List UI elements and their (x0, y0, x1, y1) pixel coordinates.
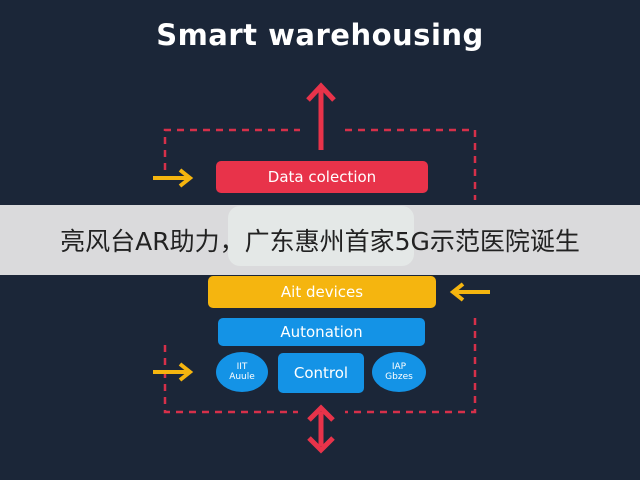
dashed-frame-top-right (345, 128, 477, 200)
data-collection-block: Data colection (216, 161, 428, 193)
automation-block: Autonation (218, 318, 425, 346)
data-collection-label: Data colection (267, 168, 377, 186)
control-block: Control (278, 353, 364, 393)
right-node-line-2: Gbzes (385, 372, 413, 382)
arrow-updown-icon (307, 404, 335, 454)
ai-devices-block: Ait devices (208, 276, 436, 308)
control-label: Control (293, 364, 349, 382)
dashed-frame-top-left (163, 128, 300, 170)
arrow-right-icon (153, 362, 194, 382)
diagram-title: Smart warehousing (156, 18, 484, 52)
left-node-line-2: Auule (229, 372, 255, 382)
right-node-line-1: IAP (391, 362, 407, 372)
caption-text: 亮风台AR助力，广东惠州首家5G示范医院诞生 (60, 227, 580, 256)
caption-banner: 亮风台AR助力，广东惠州首家5G示范医院诞生 (0, 205, 640, 275)
left-node: IIT Auule (216, 352, 268, 392)
automation-label: Autonation (280, 323, 363, 341)
arrow-up-icon (306, 82, 336, 150)
arrow-left-icon (449, 282, 490, 302)
ai-devices-label: Ait devices (280, 283, 364, 301)
dashed-frame-bottom-left (163, 345, 298, 414)
left-node-line-1: IIT (236, 362, 248, 372)
arrow-right-icon (153, 168, 194, 188)
right-node: IAP Gbzes (372, 352, 426, 392)
dashed-frame-bottom-right (345, 318, 477, 414)
